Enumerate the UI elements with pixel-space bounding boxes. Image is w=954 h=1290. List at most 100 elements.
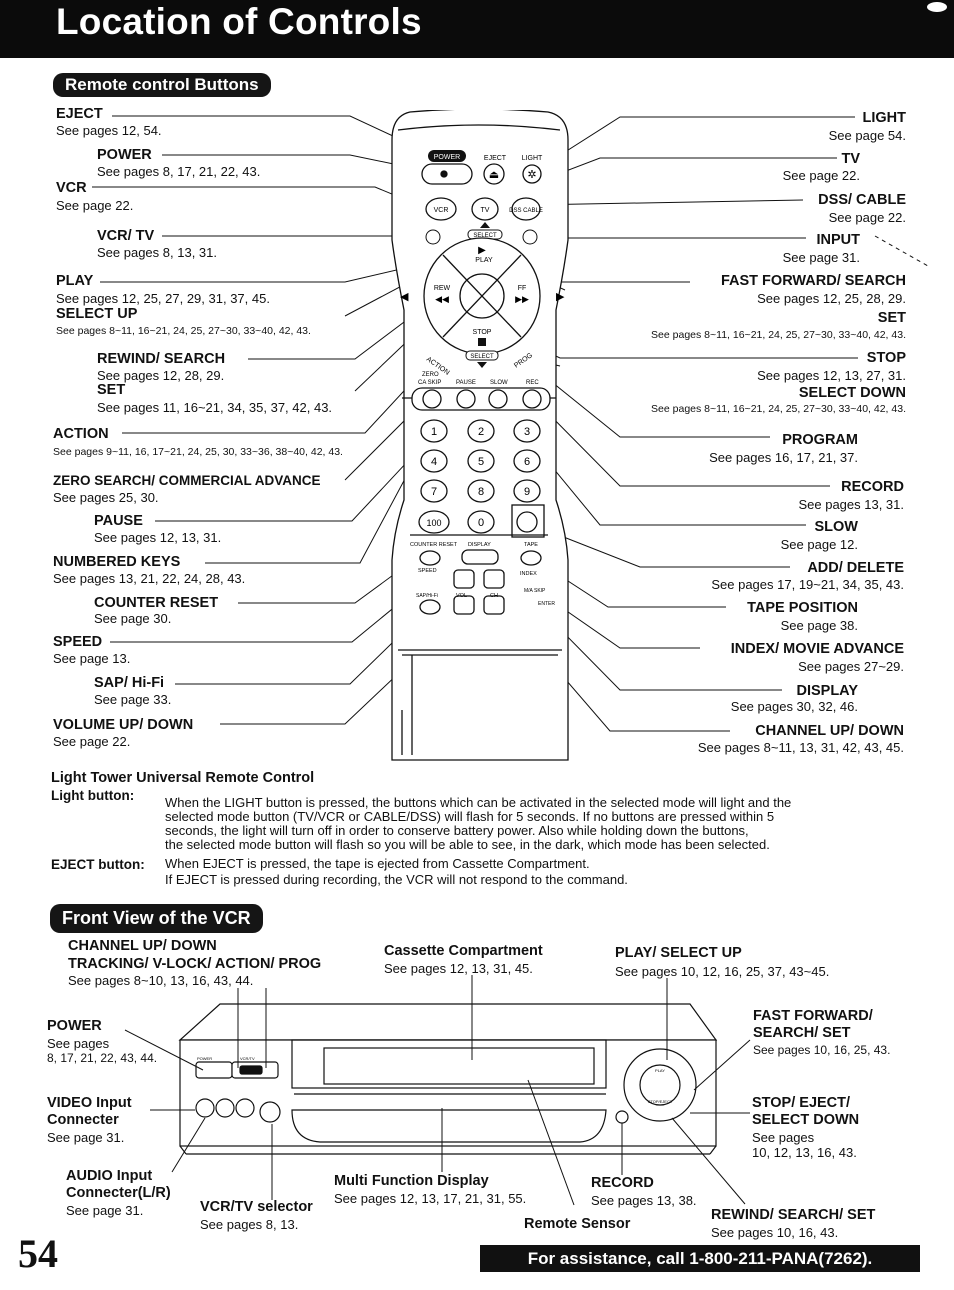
vcr-vcrtv-pages: See pages 8, 13. (200, 1217, 299, 1232)
callout-selectup-label: SELECT UP (56, 306, 138, 322)
callout-vcrtv-label: VCR/ TV (97, 228, 155, 244)
callout-tv-label: TV (841, 151, 860, 167)
remote-pause-button (456, 389, 476, 409)
eject-button-heading: EJECT button: (51, 857, 145, 872)
vcr-ff-label-2: SEARCH/ SET (753, 1025, 851, 1041)
svg-text:SELECT: SELECT (470, 354, 494, 360)
remote-vcr-button (425, 197, 457, 221)
svg-text:FF: FF (518, 285, 527, 292)
vcr-video-pages: See page 31. (47, 1130, 125, 1145)
callout-power-label: POWER (97, 147, 152, 163)
vcr-audio-pages: See page 31. (66, 1203, 144, 1218)
callout-input-label: INPUT (816, 232, 861, 248)
callout-light-pages: See page 54. (828, 128, 906, 143)
remote-light-text: LIGHT (522, 155, 543, 162)
svg-text:INDEX: INDEX (520, 571, 537, 577)
page-number: 54 (18, 1231, 58, 1276)
vcr-video-label-1: VIDEO Input (47, 1095, 132, 1111)
vcr-channel-label-2: TRACKING/ V-LOCK/ ACTION/ PROG (68, 956, 322, 972)
svg-text:COUNTER RESET: COUNTER RESET (410, 542, 458, 548)
callout-speed-pages: See page 13. (53, 651, 131, 666)
svg-text:M/A SKIP: M/A SKIP (524, 588, 546, 594)
svg-text:▶▶: ▶▶ (515, 295, 529, 305)
callout-dss-pages: See page 22. (828, 210, 906, 225)
vcr-cassette-pages: See pages 12, 13, 31, 45. (384, 961, 533, 976)
callout-seldown-label: SELECT DOWN (798, 385, 906, 401)
assistance-banner: For assistance, call 1-800-211-PANA(7262… (480, 1245, 920, 1272)
callout-tapepos-label: TAPE POSITION (747, 600, 858, 616)
svg-text:CA SKIP: CA SKIP (418, 380, 441, 386)
callout-program-pages: See pages 16, 17, 21, 37. (709, 450, 858, 465)
callout-counter-label: COUNTER RESET (94, 595, 219, 611)
description-title: Light Tower Universal Remote Control (51, 770, 315, 786)
callout-ff-label: FAST FORWARD/ SEARCH (720, 273, 906, 289)
svg-text:✲: ✲ (527, 168, 536, 181)
callout-channel-pages: See pages 8~11, 13, 31, 42, 43, 45. (697, 740, 904, 755)
callout-sap-pages: See page 33. (94, 692, 172, 707)
callout-index-pages: See pages 27~29. (798, 659, 904, 674)
vcr-panel-vcrtv-text: VCR/TV (240, 1056, 255, 1061)
callout-stop-label: STOP (866, 350, 906, 366)
callout-ff-pages: See pages 12, 25, 28, 29. (757, 291, 906, 306)
svg-text:9: 9 (524, 486, 530, 498)
vcr-audio-label-1: AUDIO Input (66, 1168, 153, 1184)
svg-text:ENTER: ENTER (538, 601, 555, 607)
vcr-sensor-label: Remote Sensor (524, 1216, 631, 1232)
svg-text:4: 4 (431, 456, 437, 468)
callout-zero-pages: See pages 25, 30. (53, 490, 159, 505)
remote-slow-button (488, 389, 508, 409)
vcr-video-label-2: Connecter (47, 1112, 119, 1128)
vcr-panel-play-text: PLAY (655, 1068, 665, 1073)
svg-text:SLOW: SLOW (490, 380, 508, 386)
callout-numbered-label: NUMBERED KEYS (53, 554, 181, 570)
svg-text:VOL: VOL (456, 593, 467, 599)
vcr-power-button (195, 1061, 233, 1079)
svg-text:7: 7 (431, 486, 437, 498)
svg-text:SELECT: SELECT (473, 233, 497, 239)
remote-control-diagram: POWER EJECT LIGHT ⏏ ✲ VCR TV DSS CABLE S… (391, 110, 569, 761)
svg-text:PAUSE: PAUSE (456, 380, 476, 386)
svg-text:1: 1 (431, 426, 437, 438)
vcr-channel-label-1: CHANNEL UP/ DOWN (68, 938, 217, 954)
svg-text:REC: REC (526, 380, 539, 386)
callout-dss-label: DSS/ CABLE (818, 192, 906, 208)
callout-tapepos-pages: See page 38. (780, 618, 858, 633)
remote-tv-button (471, 197, 499, 221)
callout-record-label: RECORD (841, 479, 904, 495)
remote-eject-button (483, 163, 505, 185)
callout-pause-label: PAUSE (94, 513, 143, 529)
callout-volume-label: VOLUME UP/ DOWN (53, 717, 194, 733)
svg-text:DSS CABLE: DSS CABLE (509, 208, 543, 214)
svg-text:STOP: STOP (473, 329, 492, 336)
svg-text:◀: ◀ (400, 290, 409, 303)
callout-index-label: INDEX/ MOVIE ADVANCE (730, 641, 904, 657)
svg-text:5: 5 (478, 456, 484, 468)
callout-pause-pages: See pages 12, 13, 31. (94, 530, 222, 545)
callout-display-label: DISPLAY (796, 683, 858, 699)
callout-setr-label: SET (877, 310, 906, 326)
callout-power-pages: See pages 8, 17, 21, 22, 43. (97, 164, 261, 179)
svg-text:REW: REW (434, 285, 451, 292)
eject-line-2: If EJECT is pressed during recording, th… (165, 872, 628, 887)
vcr-play-pages: See pages 10, 12, 16, 25, 37, 43~45. (615, 964, 830, 979)
callout-slow-label: SLOW (814, 519, 859, 535)
vcr-stop-label-1: STOP/ EJECT/ (752, 1095, 851, 1111)
vcr-channel-pages: See pages 8~10, 13, 16, 43, 44. (68, 973, 254, 988)
svg-text:6: 6 (524, 456, 530, 468)
callout-set-label: SET (97, 382, 126, 398)
callout-action-pages: See pages 9~11, 16, 17~21, 24, 25, 30, 3… (53, 446, 343, 458)
callout-slow-pages: See page 12. (780, 537, 858, 552)
vcr-vcrtv-label: VCR/TV selector (200, 1199, 313, 1215)
leader-dss (529, 199, 804, 206)
vcr-rewind-label: REWIND/ SEARCH/ SET (711, 1207, 876, 1223)
callout-tv-pages: See page 22. (782, 168, 860, 183)
vcr-stop-pages-2: 10, 12, 13, 16, 43. (752, 1145, 857, 1160)
callout-stop-pages: See pages 12, 13, 27, 31. (757, 368, 906, 383)
callout-play-pages: See pages 12, 25, 27, 29, 31, 37, 45. (56, 291, 270, 306)
remote-dss-button (511, 197, 541, 221)
svg-text:SPEED: SPEED (418, 568, 437, 574)
leader-record (534, 399, 830, 487)
svg-text:3: 3 (524, 426, 530, 438)
svg-text:2: 2 (478, 426, 484, 438)
